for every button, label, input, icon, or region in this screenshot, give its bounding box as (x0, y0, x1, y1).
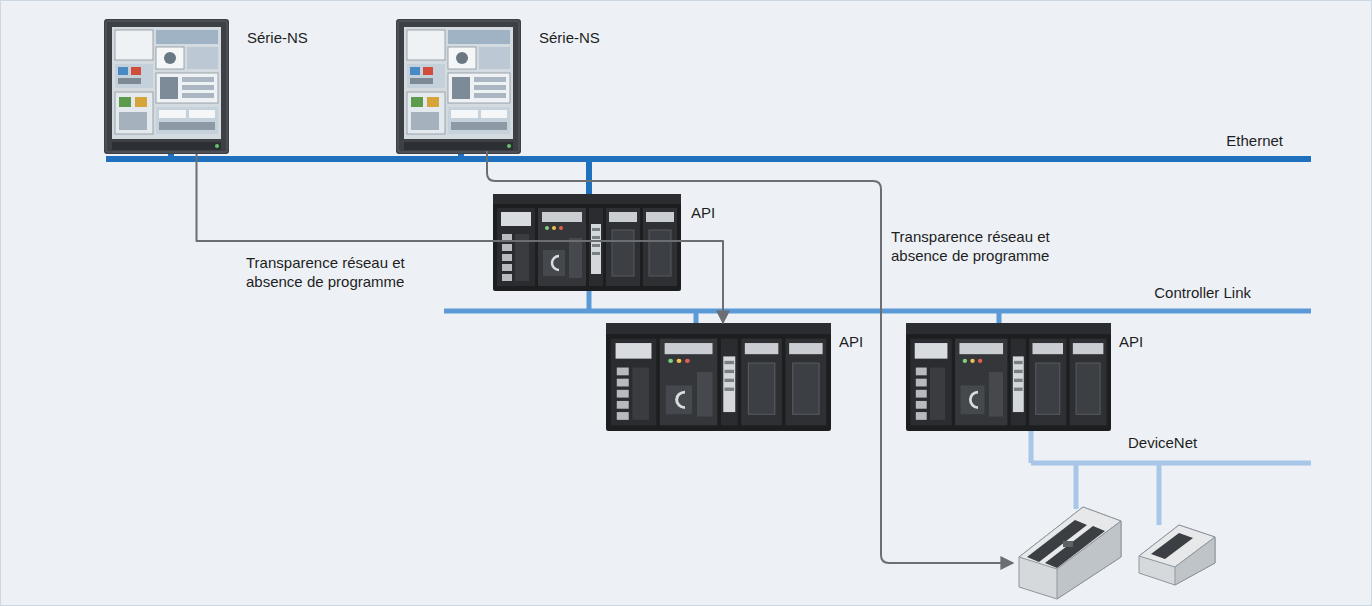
devicenet-bus (1031, 461, 1311, 466)
equipment-name: API (691, 204, 715, 222)
devicenet-module (1019, 507, 1121, 599)
hmi-screen: Série-NS (396, 19, 521, 154)
plc-unit: API (493, 194, 681, 291)
bus-drops (171, 151, 1159, 525)
plc-picture (493, 194, 681, 291)
plc-unit: API (606, 323, 831, 431)
plc-picture (906, 323, 1111, 431)
annotation-text: Transparence réseau et absence de progra… (891, 227, 1081, 265)
bus-name: Controller Link (1154, 283, 1251, 302)
equipment-name: Série-NS (247, 29, 308, 47)
bus-name: Ethernet (1226, 131, 1283, 150)
devicenet-module (1139, 525, 1215, 585)
transparency-arrow (197, 154, 724, 323)
equipment-name: API (1119, 333, 1143, 351)
controller-link-bus (444, 309, 1311, 314)
plc-picture (606, 323, 831, 431)
hmi-picture (396, 19, 521, 154)
equipment-name: Série-NS (539, 29, 600, 47)
annotation-text: Transparence réseau et absence de progra… (246, 253, 431, 291)
hmi-picture (104, 19, 229, 154)
plc-unit: API (906, 323, 1111, 431)
bus-name: DeviceNet (1128, 433, 1197, 452)
transparency-arrow (487, 151, 1013, 563)
equipment-name: API (839, 333, 863, 351)
hmi-screen: Série-NS (104, 19, 229, 154)
ethernet-bus (106, 156, 1311, 162)
